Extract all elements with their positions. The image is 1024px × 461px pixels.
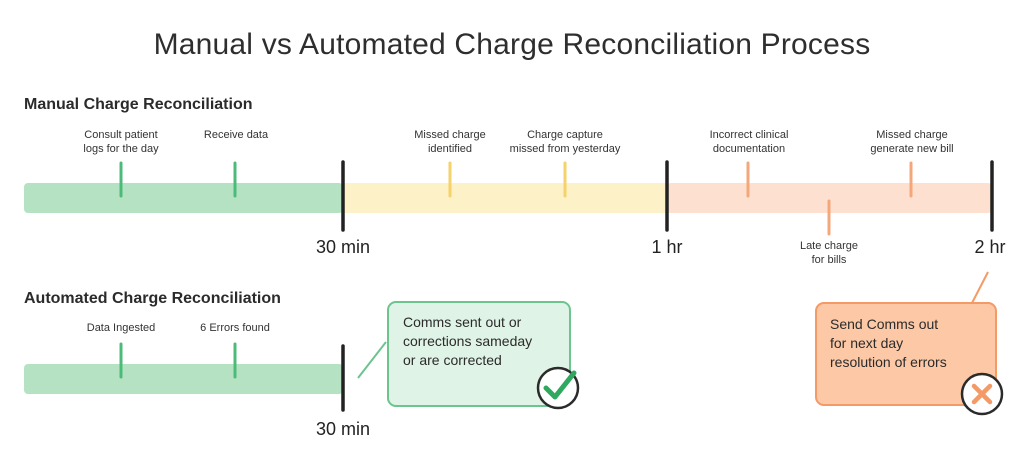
orange-callout-connector: [971, 271, 989, 304]
manual-segment-1: [24, 183, 343, 213]
automated-section-heading: Automated Charge Reconciliation: [24, 290, 281, 307]
label-errors-found: 6 Errors found: [200, 322, 270, 334]
time-label-automated-30-min: 30 min: [315, 419, 371, 439]
automated-segment: [24, 364, 343, 394]
green-callout-box: [387, 301, 571, 407]
manual-segment-2: [343, 183, 667, 213]
check-circle-icon: [536, 366, 580, 410]
time-label-30-min: 30 min: [315, 237, 371, 257]
time-label-1-hr: 1 hr: [651, 237, 683, 257]
label-receive-data: Receive data: [203, 129, 269, 141]
manual-section-heading: Manual Charge Reconciliation: [24, 96, 253, 113]
label-data-ingested: Data Ingested: [86, 322, 156, 334]
x-circle-icon: [960, 372, 1004, 416]
time-label-2-hr: 2 hr: [974, 237, 1006, 257]
orange-callout-box: [815, 302, 997, 406]
green-callout-connector: [357, 341, 387, 379]
page-title: Manual vs Automated Charge Reconciliatio…: [153, 28, 871, 61]
